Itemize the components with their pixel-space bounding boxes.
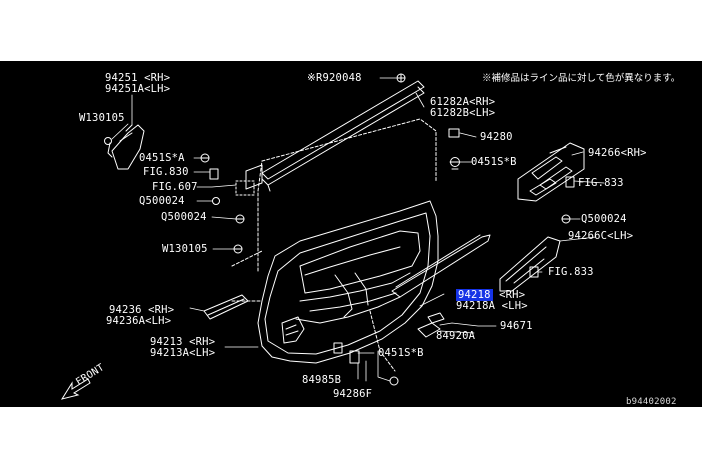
label-84920a: 84920A (436, 330, 476, 342)
label-94218-rh: <RH> (492, 289, 526, 301)
repair-part-color-note: ※補修品はライン品に対して色が異なります。 (482, 73, 681, 84)
weatherstrip (261, 80, 425, 192)
label-61282b-lh: 61282B<LH> (430, 107, 496, 119)
label-94266c-lh: 94266C<LH> (568, 230, 634, 242)
label-94280: 94280 (480, 131, 513, 143)
front-arrow-icon (60, 378, 91, 400)
label-w130105-top: W130105 (79, 112, 125, 124)
label-q500024-b: Q500024 (161, 211, 207, 223)
diagram-drawing (104, 73, 605, 386)
leader-lines (111, 77, 605, 382)
label-94286f: 94286F (333, 388, 373, 400)
label-q500024-c: Q500024 (581, 213, 627, 225)
fasteners (104, 73, 575, 386)
label-94218a-lh: 94218A <LH> (456, 300, 528, 312)
switch-panel-94266c (499, 236, 561, 292)
label-w130105-mid: W130105 (162, 243, 208, 255)
label-94213-rh: 94213 <RH> (150, 336, 216, 348)
label-94251a-lh: 94251A<LH> (105, 83, 171, 95)
label-fig833-bot: FIG.833 (548, 266, 594, 278)
label-0451s-b-bot: 0451S*B (378, 347, 424, 359)
parts-diagram: ※補修品はライン品に対して色が異なります。 94251 <RH> 94251A<… (0, 61, 702, 407)
inner-panel-dashed (231, 118, 437, 372)
switch-panel-94266 (517, 142, 585, 202)
label-fig607: FIG.607 (152, 181, 198, 193)
label-94236a-lh: 94236A<LH> (106, 315, 172, 327)
label-94218-highlight[interactable]: 94218 (456, 289, 493, 301)
garnish-94251 (107, 124, 145, 170)
label-94266-rh: 94266<RH> (588, 147, 647, 159)
diagram-ref-code: b94402002 (626, 397, 677, 407)
label-94671: 94671 (500, 320, 533, 332)
label-84985b: 84985B (302, 374, 342, 386)
label-61282a-rh: 61282A<RH> (430, 96, 496, 108)
lamp-94236 (203, 294, 249, 320)
trim-strip-94218 (391, 234, 491, 298)
label-94236-rh: 94236 <RH> (109, 304, 175, 316)
door-trim-panel (257, 200, 439, 364)
label-r920048: ※R920048 (307, 72, 362, 84)
label-0451s-a: 0451S*A (139, 152, 185, 164)
label-fig833-top: FIG.833 (578, 177, 624, 189)
label-94251-rh: 94251 <RH> (105, 72, 171, 84)
label-q500024-a: Q500024 (139, 195, 185, 207)
label-fig830: FIG.830 (143, 166, 189, 178)
label-94213a-lh: 94213A<LH> (150, 347, 216, 359)
label-0451s-b-top: 0451S*B (471, 156, 517, 168)
label-94218-rh-row: 94218 <RH> (456, 289, 526, 301)
